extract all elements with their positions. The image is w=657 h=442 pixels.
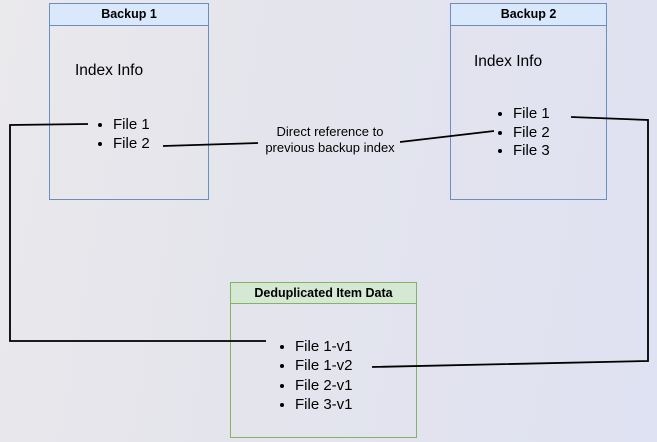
backup1-box: Backup 1 [49,3,209,200]
direct-reference-label: Direct reference to previous backup inde… [235,124,425,155]
backup2-box: Backup 2 [450,3,607,200]
dedup-file-item: File 1-v2 [295,356,353,375]
backup1-file-item: File 2 [113,135,150,154]
backup2-file-item: File 1 [513,105,550,124]
dedup-title: Deduplicated Item Data [231,283,416,304]
backup2-file-item: File 2 [513,124,550,143]
backup2-title: Backup 2 [451,4,606,26]
backup2-file-list: File 1 File 2 File 3 [496,105,550,161]
direct-reference-label-line1: Direct reference to [276,124,384,139]
dedup-file-item: File 2-v1 [295,376,353,395]
dedup-file-item: File 1-v1 [295,337,353,356]
backup1-title: Backup 1 [50,4,208,26]
backup2-subtitle: Index Info [474,53,543,70]
dedup-box: Deduplicated Item Data [230,282,417,438]
backup2-file-item: File 3 [513,142,550,161]
dedup-file-item: File 3-v1 [295,395,353,414]
backup1-file-item: File 1 [113,116,150,135]
backup1-subtitle: Index Info [75,62,144,79]
dedup-file-list: File 1-v1 File 1-v2 File 2-v1 File 3-v1 [278,337,353,415]
direct-reference-label-line2: previous backup index [265,139,395,155]
backup1-file-list: File 1 File 2 [96,116,150,153]
